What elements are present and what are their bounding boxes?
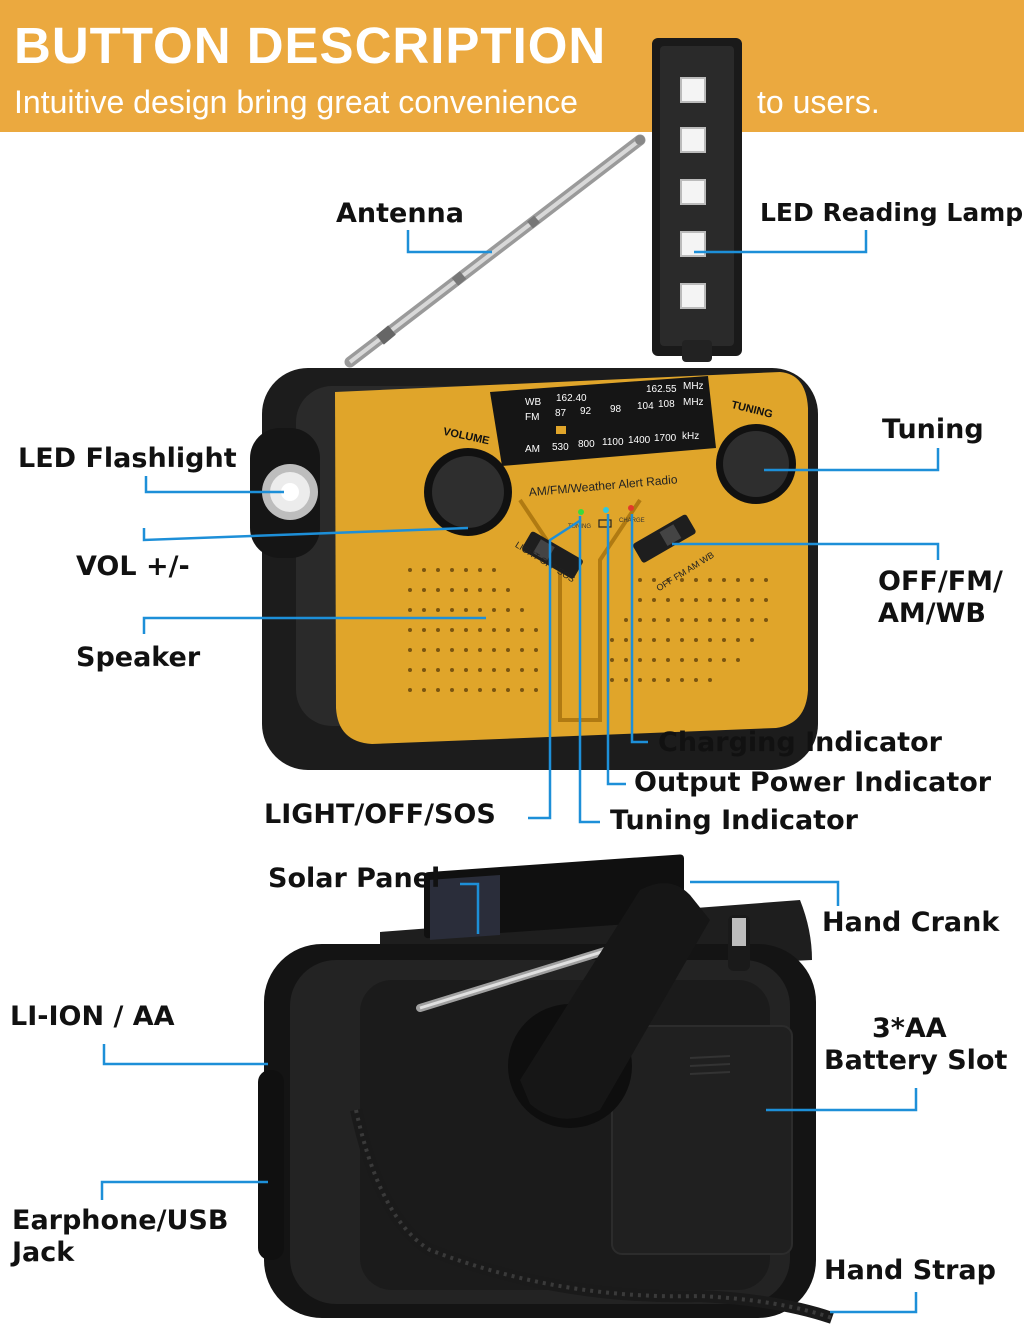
am-freq-4: 1400 xyxy=(628,435,651,446)
wb-freq-2: 162.55 xyxy=(646,384,677,395)
label-tuning-indicator: Tuning Indicator xyxy=(610,805,858,836)
am-unit: kHz xyxy=(682,431,699,442)
banner-title: BUTTON DESCRIPTION xyxy=(14,17,607,74)
side-port-cover xyxy=(258,1070,284,1260)
band-switch xyxy=(633,514,696,563)
label-earphone-line2: Jack xyxy=(12,1237,75,1268)
label-antenna: Antenna xyxy=(336,198,464,229)
tuning-knob: TUNING xyxy=(716,399,796,504)
charge-led xyxy=(628,505,634,511)
am-freq-1: 530 xyxy=(552,442,569,453)
label-led-reading-lamp: LED Reading Lamp xyxy=(760,198,1024,227)
label-solar-panel: Solar Panel xyxy=(268,863,441,894)
label-battery-slot-line2: Battery Slot xyxy=(824,1045,1008,1076)
battery-icon xyxy=(598,519,612,528)
label-hand-strap: Hand Strap xyxy=(824,1255,996,1286)
wb-freq-1: 162.40 xyxy=(556,393,587,404)
header-banner: BUTTON DESCRIPTION Intuitive design brin… xyxy=(0,0,1024,132)
power-led xyxy=(603,507,609,513)
label-li-ion-aa: LI-ION / AA xyxy=(10,1001,175,1032)
am-freq-5: 1700 xyxy=(654,433,677,444)
banner-subtitle: Intuitive design bring great convenience xyxy=(14,84,578,120)
label-tuning: Tuning xyxy=(882,414,984,445)
fm-freq-2: 92 xyxy=(580,406,592,417)
label-vol: VOL +/- xyxy=(76,551,190,582)
led-reading-lamp xyxy=(652,38,742,362)
hand-strap-cord xyxy=(350,1108,834,1324)
battery-cover xyxy=(611,1025,793,1255)
tuning-dial-window: WB FM AM 162.40 162.55 MHz 87 92 98 104 … xyxy=(525,381,704,455)
fm-freq-4: 104 xyxy=(637,401,654,412)
dial-am-label: AM xyxy=(525,444,540,455)
am-freq-3: 1100 xyxy=(602,437,624,448)
fm-unit: MHz xyxy=(683,397,704,408)
volume-knob: VOLUME xyxy=(424,426,512,536)
label-band-switch-line2: AM/WB xyxy=(878,598,986,629)
am-freq-2: 800 xyxy=(578,439,595,450)
fm-freq-1: 87 xyxy=(555,408,567,419)
label-led-flashlight: LED Flashlight xyxy=(18,443,237,474)
banner-subtitle-end: to users. xyxy=(757,84,880,120)
label-band-switch-line1: OFF/FM/ xyxy=(878,566,1003,597)
dial-fm-label: FM xyxy=(525,412,539,423)
tuning-led xyxy=(578,509,584,515)
label-charging-indicator: Charging Indicator xyxy=(658,727,942,758)
fm-freq-5: 108 xyxy=(658,399,675,410)
hand-crank xyxy=(508,883,750,1128)
radio-front-body xyxy=(262,368,818,770)
label-earphone-line1: Earphone/USB xyxy=(12,1205,229,1236)
fm-freq-3: 98 xyxy=(610,404,622,415)
leader-lines xyxy=(100,230,940,1314)
wb-unit: MHz xyxy=(683,381,704,392)
label-output-power-indicator: Output Power Indicator xyxy=(634,767,992,798)
antenna-rod xyxy=(344,134,646,368)
dial-wb-label: WB xyxy=(525,397,541,408)
led-flashlight xyxy=(250,428,320,558)
label-battery-slot-line1: 3*AA xyxy=(872,1013,947,1044)
label-speaker: Speaker xyxy=(76,642,201,673)
label-hand-crank: Hand Crank xyxy=(822,907,1000,938)
label-light-off-sos: LIGHT/OFF/SOS xyxy=(264,799,496,830)
